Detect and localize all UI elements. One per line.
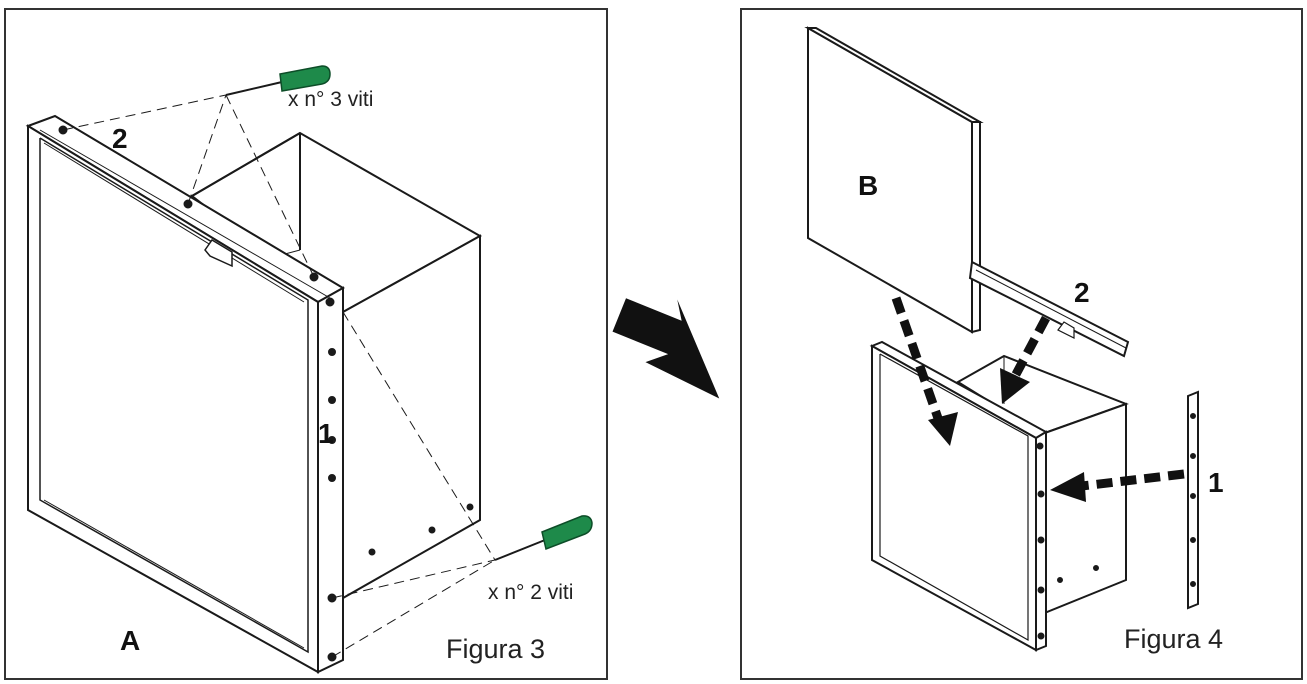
front-frame-fig4 — [869, 340, 1049, 652]
insert-arrow-rail-icon — [1000, 315, 1050, 404]
insert-arrow-b-icon — [891, 296, 958, 446]
part-label-a: A — [120, 625, 140, 656]
upright-strip-1 — [1187, 390, 1199, 610]
figure-4-drawing — [804, 26, 1199, 652]
cabinet-body — [190, 131, 483, 600]
screw-guide-lines-bottom — [331, 311, 496, 658]
screwdriver-top-icon — [225, 65, 331, 96]
figure-4-caption: Figura 4 — [1124, 624, 1223, 654]
part-label-b: B — [858, 170, 878, 201]
part-label-1-fig3: 1 — [318, 418, 334, 449]
box-body — [956, 354, 1129, 616]
part-label-2-fig3: 2 — [112, 123, 128, 154]
screw-count-top-note: x n° 3 viti — [288, 88, 373, 111]
insert-arrow-strip-icon — [1050, 469, 1185, 502]
part-label-1-fig4: 1 — [1208, 467, 1224, 498]
part-label-2-fig4: 2 — [1074, 277, 1090, 308]
next-step-arrow-icon — [612, 298, 720, 399]
screw-count-bottom-note: x n° 2 viti — [488, 581, 573, 604]
screw-guide-lines-top — [62, 94, 315, 278]
front-frame-panel-a — [25, 114, 345, 674]
rail-2 — [968, 260, 1130, 358]
panel-b — [804, 26, 984, 334]
screwdriver-bottom-icon — [494, 515, 593, 561]
figure-3-drawing — [25, 65, 593, 674]
figure-3-caption: Figura 3 — [446, 634, 545, 664]
